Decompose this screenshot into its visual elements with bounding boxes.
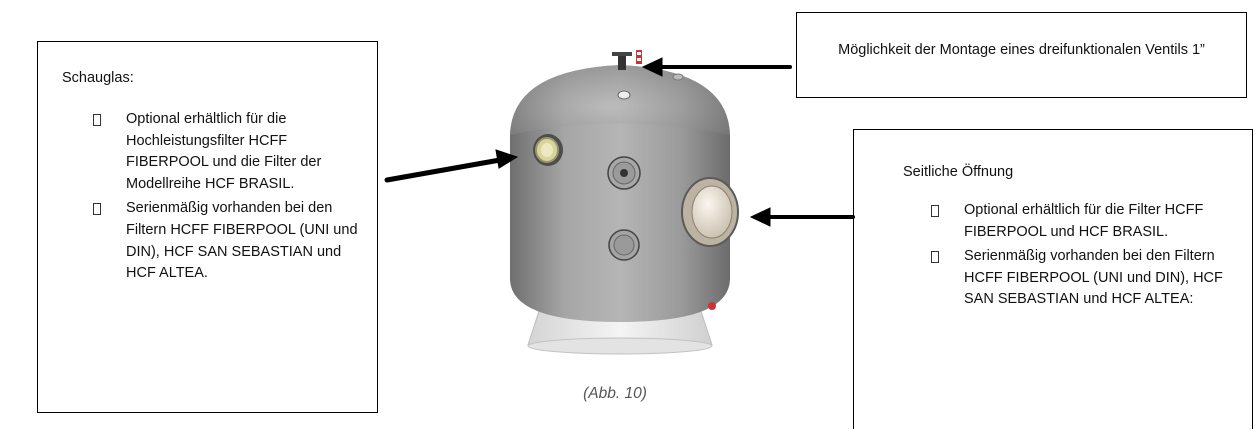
list-item: Optional erhältlich für die Hochleistung… bbox=[93, 109, 363, 195]
bullet-icon bbox=[93, 203, 101, 216]
list-item-text: Optional erhältlich für die Filter HCFF … bbox=[964, 202, 1204, 240]
list-item: Serienmäßig vorhanden bei den Filtern HC… bbox=[93, 198, 363, 284]
lower-manhole-icon bbox=[608, 229, 640, 261]
upper-manhole-icon bbox=[607, 156, 641, 190]
arrow-to-side-opening bbox=[749, 207, 855, 227]
list-item-text: Serienmäßig vorhanden bei den Filtern HC… bbox=[126, 200, 358, 282]
callout-text: Möglichkeit der Montage eines dreifunkti… bbox=[838, 42, 1205, 58]
list-item: Serienmäßig vorhanden bei den Filtern HC… bbox=[931, 246, 1231, 311]
callout-title: Schauglas: bbox=[62, 70, 134, 86]
tank-body bbox=[510, 65, 730, 322]
filter-tank-illustration bbox=[510, 50, 739, 355]
list-item-text: Serienmäßig vorhanden bei den Filtern HC… bbox=[964, 248, 1223, 308]
callout-list: Optional erhältlich für die Filter HCFF … bbox=[931, 200, 1231, 314]
list-item-text: Optional erhältlich für die Hochleistung… bbox=[126, 111, 322, 192]
sight-glass-callout: Schauglas: Optional erhältlich für die H… bbox=[37, 41, 378, 413]
callout-title: Seitliche Öffnung bbox=[903, 164, 1014, 180]
top-valve-icon bbox=[612, 50, 642, 70]
list-item: Optional erhältlich für die Filter HCFF … bbox=[931, 200, 1231, 243]
callout-list: Optional erhältlich für die Hochleistung… bbox=[93, 109, 363, 288]
side-opening-callout: Seitliche Öffnung Optional erhältlich fü… bbox=[853, 129, 1253, 429]
figure-caption: (Abb. 10) bbox=[583, 385, 647, 402]
valve-callout: Möglichkeit der Montage eines dreifunkti… bbox=[796, 12, 1247, 98]
bullet-icon bbox=[93, 114, 101, 126]
sight-glass-icon bbox=[533, 134, 563, 166]
bullet-icon bbox=[931, 251, 939, 264]
side-opening-icon bbox=[681, 177, 739, 310]
bullet-icon bbox=[931, 205, 939, 217]
arrow-to-sight-glass bbox=[384, 149, 519, 183]
